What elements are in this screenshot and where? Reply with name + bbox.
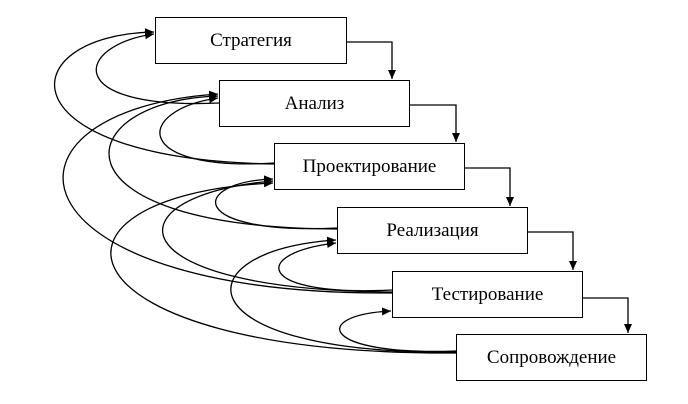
stage-testing-label: Тестирование bbox=[431, 283, 544, 305]
forward-arrow-strategy-analysis bbox=[347, 41, 396, 79]
feedback-arrow-testing-to-implementation bbox=[278, 240, 393, 292]
forward-arrow-implementation-testing bbox=[528, 231, 577, 270]
feedback-arrow-implementation-to-design bbox=[214, 175, 339, 230]
feedback-arrow-testing-to-design bbox=[162, 177, 393, 293]
feedback-arrow-maintenance-to-testing bbox=[339, 307, 457, 353]
feedback-arrow-analysis-to-strategy bbox=[95, 31, 220, 105]
stage-design: Проектирование bbox=[274, 143, 465, 190]
feedback-arrow-implementation-to-analysis bbox=[108, 92, 339, 230]
feedback-arrow-design-to-analysis bbox=[159, 95, 276, 165]
stage-testing: Тестирование bbox=[392, 271, 583, 318]
stage-strategy-label: Стратегия bbox=[210, 29, 292, 51]
feedback-arrow-testing-to-analysis bbox=[62, 90, 393, 294]
stage-design-label: Проектирование bbox=[302, 155, 437, 177]
feedback-arrow-maintenance-to-implementation bbox=[230, 236, 457, 353]
forward-arrow-testing-maintenance bbox=[583, 297, 632, 333]
stage-implementation: Реализация bbox=[337, 207, 528, 254]
stage-analysis-label: Анализ bbox=[284, 92, 345, 114]
feedback-arrow-maintenance-to-design bbox=[110, 179, 457, 354]
stage-strategy: Стратегия bbox=[155, 17, 347, 64]
stage-analysis: Анализ bbox=[219, 80, 410, 127]
feedback-arrow-design-to-strategy bbox=[54, 28, 276, 165]
forward-arrow-analysis-design bbox=[410, 104, 460, 142]
forward-arrow-design-implementation bbox=[465, 167, 514, 206]
stage-maintenance-label: Сопровождение bbox=[486, 346, 617, 368]
stage-implementation-label: Реализация bbox=[386, 219, 479, 241]
stage-maintenance: Сопровождение bbox=[456, 334, 647, 381]
